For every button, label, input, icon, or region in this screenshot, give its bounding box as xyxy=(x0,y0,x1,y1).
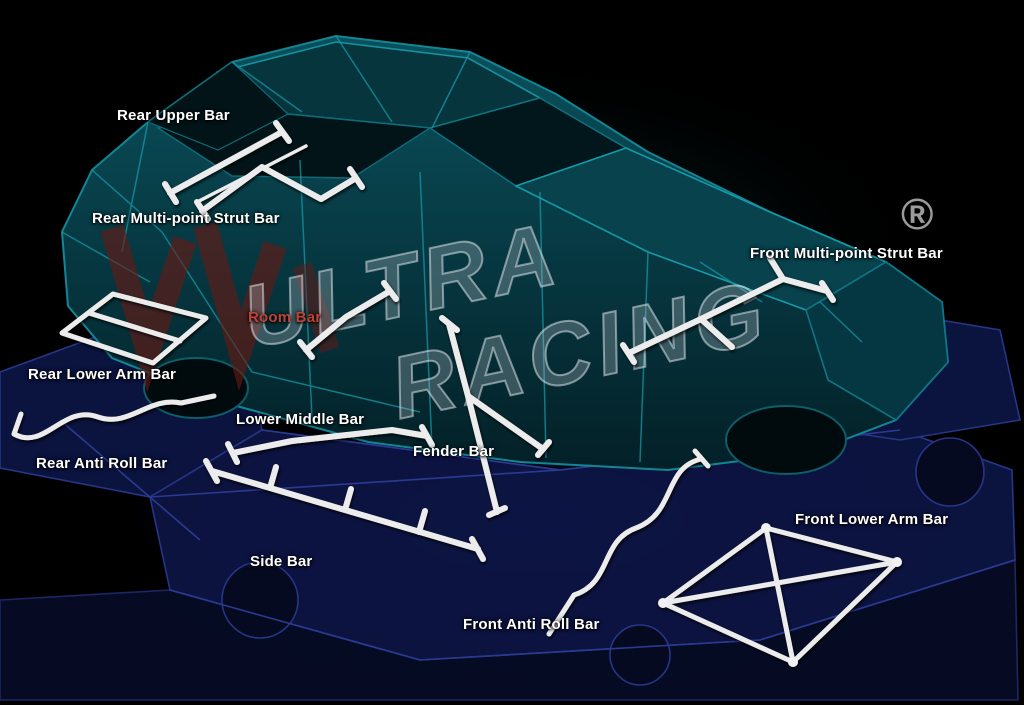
registered-trademark-symbol: ® xyxy=(901,190,934,239)
label-front-lower-arm-bar: Front Lower Arm Bar xyxy=(795,511,949,528)
label-fender-bar: Fender Bar xyxy=(413,443,495,460)
car-body-shell xyxy=(60,34,950,475)
rear-anti-roll-bar-part xyxy=(11,393,217,441)
side-bar-part xyxy=(203,458,486,562)
rear-lower-arm-bar-part xyxy=(59,291,209,366)
label-front-anti-roll-bar: Front Anti Roll Bar xyxy=(463,616,600,633)
front-multi-point-strut-bar-part xyxy=(620,255,836,365)
label-rear-anti-roll-bar: Rear Anti Roll Bar xyxy=(36,455,168,472)
front-lower-arm-bar-mounts xyxy=(658,523,902,667)
front-wheel-arch xyxy=(725,405,847,475)
car-rear-window xyxy=(146,61,290,151)
rear-multi-point-strut-bar-part xyxy=(194,164,365,222)
rear-upper-bar-part xyxy=(162,120,292,205)
room-bar-part xyxy=(297,280,399,360)
label-room-bar: Room Bar xyxy=(248,309,322,326)
label-rear-upper-bar: Rear Upper Bar xyxy=(117,107,230,124)
underframe-chassis xyxy=(0,299,1021,701)
label-rear-multi-point-strut-bar: Rear Multi-point Strut Bar xyxy=(92,210,280,227)
strut-bar-parts xyxy=(11,120,902,667)
label-side-bar: Side Bar xyxy=(250,553,313,570)
fender-bar-part xyxy=(439,315,552,518)
lower-middle-bar-part xyxy=(225,424,435,465)
label-rear-lower-arm-bar: Rear Lower Arm Bar xyxy=(28,366,177,383)
front-anti-roll-bar-part xyxy=(546,448,711,637)
label-front-multi-point-strut-bar: Front Multi-point Strut Bar xyxy=(750,245,943,262)
label-lower-middle-bar: Lower Middle Bar xyxy=(236,411,365,428)
car-frame-braces xyxy=(61,35,863,463)
car-front-end xyxy=(805,261,949,422)
